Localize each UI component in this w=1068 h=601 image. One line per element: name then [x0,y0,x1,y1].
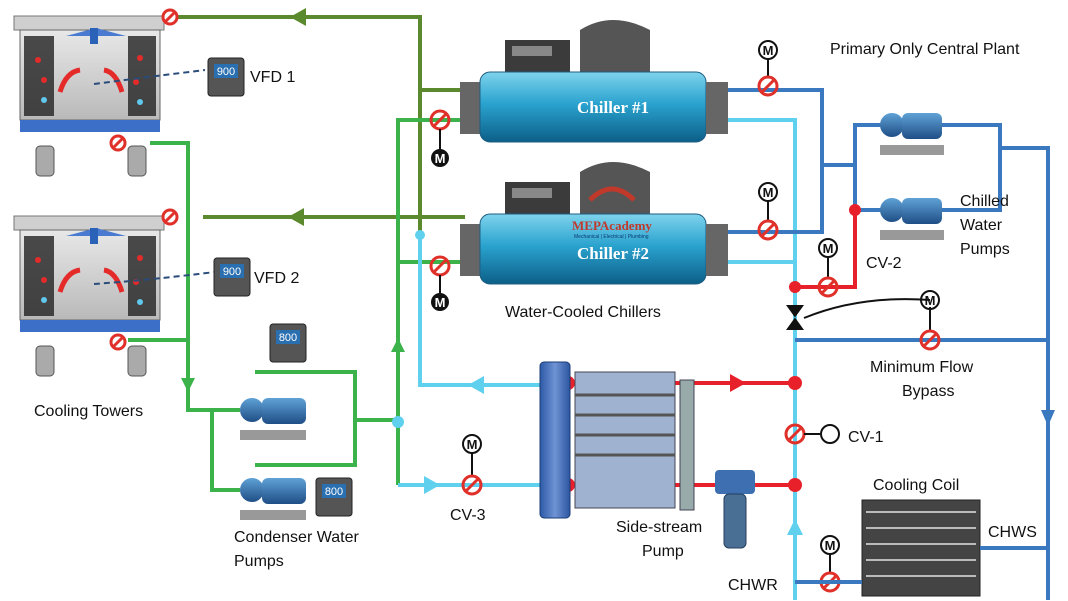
actuator-label: M [823,241,834,256]
chws-label: CHWS [988,524,1037,541]
coil-valve: M [795,535,862,593]
junction-node [415,230,425,240]
junction-node [789,281,801,293]
cooling-tower-1 [13,15,206,177]
chilled-pumps-label-line2: Water [960,217,1003,234]
vfd-panel-mid: 800 [269,323,307,363]
chilled-pumps-label-line3: Pumps [960,241,1010,258]
condenser-supply-pipes [178,15,465,232]
chiller-1: Chiller #1 [460,20,728,143]
condenser-valve-chiller-1: M [429,109,451,167]
chilled-dark-arrows [1041,410,1055,426]
vfd-display-1: 900 [207,57,245,97]
cv-2-valve: M [817,238,839,298]
actuator-label: M [763,43,774,58]
logo-text: MEPAcademy [572,218,652,233]
actuator-label: M [825,538,836,553]
actuator-label: M [435,295,446,310]
side-stream-pump-label-line2: Pump [642,543,684,560]
actuator-label: M [925,293,936,308]
isolation-valve-tower-2-top [161,208,179,226]
diagram-title: Primary Only Central Plant [830,41,1020,58]
min-flow-bypass-valve: M [919,290,941,351]
condenser-valve-chiller-2: M [429,255,451,311]
bypass-damper-valve [786,298,931,330]
chiller-2-motorized-valve: M [757,182,779,241]
condenser-pump-1 [240,398,306,440]
min-flow-bypass-label-line2: Bypass [902,383,954,400]
chilled-light-arrows [424,376,803,535]
condenser-pumps-label-line2: Pumps [234,553,284,570]
side-stream-pump [715,470,755,549]
junction-node [788,478,802,492]
cooling-towers-label: Cooling Towers [34,403,143,420]
isolation-valve-tower-1-bottom [109,134,127,152]
condenser-return-arrows [181,338,405,392]
logo-tagline: Mechanical | Electrical | Plumbing [574,234,649,240]
vfd-2-label: VFD 2 [254,270,299,287]
mep-academy-logo: MEPAcademy Mechanical | Electrical | Plu… [572,186,652,240]
chiller-2-label: Chiller #2 [577,244,649,263]
actuator-label: M [467,437,478,452]
junction-node [849,204,861,216]
cv-1-label: CV-1 [848,429,884,446]
chiller-1-motorized-valve: M [757,40,779,97]
condenser-supply-arrows [288,8,306,226]
condenser-pump-2 [240,478,306,520]
cooling-coil-label: Cooling Coil [873,477,959,494]
chilled-water-pump-1 [880,113,944,155]
cv-3-label: CV-3 [450,507,486,524]
min-flow-bypass-label-line1: Minimum Flow [870,359,974,376]
cv-1-valve [784,423,840,445]
vfd-panel-pumps: 800 [315,477,353,517]
junction-node [788,376,802,390]
side-stream-pump-label-line1: Side-stream [616,519,702,536]
cooling-tower-2 [13,215,216,377]
actuator-label: M [763,185,774,200]
isolation-valve-tower-2-bottom [109,333,127,351]
chiller-1-label: Chiller #1 [577,98,649,117]
vfd-2-readout: 900 [223,266,241,278]
vfd-display-2: 900 [213,257,251,297]
chilled-water-pump-2 [880,198,944,240]
chilled-pumps-label-line1: Chilled [960,193,1009,210]
cv-3-valve: M [461,434,483,496]
water-cooled-chillers-label: Water-Cooled Chillers [505,304,661,321]
chwr-label: CHWR [728,577,778,594]
cv-2-label: CV-2 [866,255,902,272]
cooling-coil [861,499,1048,597]
plate-heat-exchanger [539,361,695,519]
condenser-pumps-label-line1: Condenser Water [234,529,359,546]
actuator-label: M [435,151,446,166]
junction-node [392,416,404,428]
red-arrows [730,374,746,392]
panel-mid-readout: 800 [279,332,297,344]
vfd-1-label: VFD 1 [250,69,295,86]
panel-pumps-readout: 800 [325,486,343,498]
isolation-valve-tower-1-top [161,8,179,26]
condenser-return-pipes [128,118,465,492]
vfd-1-readout: 900 [217,66,235,78]
